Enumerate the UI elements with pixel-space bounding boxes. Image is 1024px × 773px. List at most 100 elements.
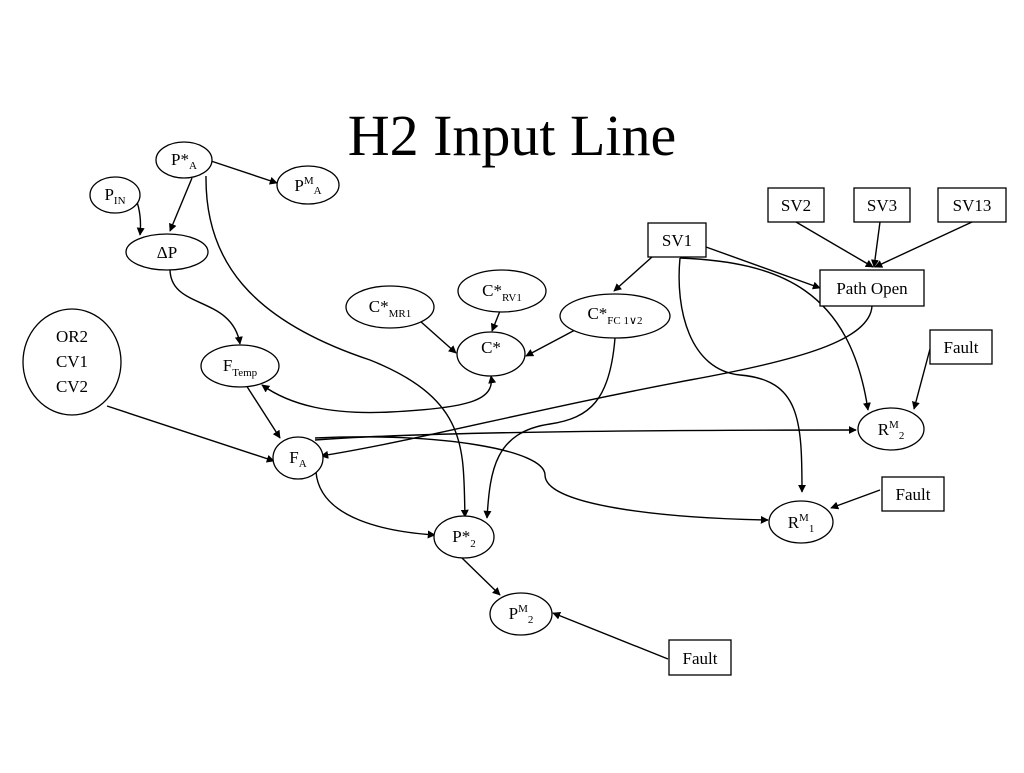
- edge-fault-to-pm-2: [552, 611, 669, 660]
- edge-c-fc-to-pstar-2: [483, 337, 616, 519]
- node-sv1-label: SV1: [662, 231, 692, 250]
- node-fault-r2-label: Fault: [944, 338, 979, 357]
- edge-c-star-to-f-temp: [261, 375, 497, 414]
- node-pm-2-sub: 2: [528, 614, 534, 626]
- node-pm-a-sub: A: [314, 185, 322, 197]
- edge-pstar-2-to-pm-2: [461, 557, 501, 596]
- node-sv1: SV1: [647, 222, 707, 258]
- edge-c-mr1-to-c-star: [419, 320, 457, 354]
- svg-text:P*2: P*2: [452, 527, 475, 550]
- nodes: P*A PMA PIN ΔP OR2 CV1 CV2: [22, 141, 1007, 676]
- edge-delta-p-to-f-temp: [169, 268, 243, 345]
- node-r-m2: RM2: [857, 407, 925, 451]
- edges: [106, 160, 973, 660]
- node-p-in: PIN: [89, 176, 141, 214]
- node-c-mr1-sub: MR1: [389, 308, 412, 320]
- node-or2-cv: OR2 CV1 CV2: [22, 308, 122, 416]
- edge-or2-to-f-a: [106, 405, 275, 463]
- node-f-temp: FTemp: [200, 344, 280, 388]
- svg-text:PM2: PM2: [509, 603, 534, 626]
- edge-sv3-to-path-open: [870, 221, 881, 268]
- node-pm-a: PMA: [276, 165, 340, 205]
- node-p-in-label: P: [104, 185, 113, 204]
- edge-sv1-to-path-open: [705, 246, 821, 290]
- node-sv2: SV2: [767, 187, 825, 223]
- edge-f-temp-to-f-a: [245, 384, 281, 439]
- node-or2-cv-line-1: OR2: [56, 327, 88, 346]
- node-sv3-label: SV3: [867, 196, 897, 215]
- node-c-mr1: C*MR1: [345, 285, 435, 329]
- edge-f-a-to-pstar-2: [315, 471, 436, 539]
- node-pm-2: PM2: [489, 592, 553, 636]
- node-sv13: SV13: [937, 187, 1007, 223]
- node-f-temp-label: F: [223, 356, 232, 375]
- node-pstar-2: P*2: [433, 515, 495, 559]
- node-pstar-a: P*A: [155, 141, 213, 179]
- node-f-a-label: F: [289, 448, 298, 467]
- node-f-a: FA: [272, 436, 324, 480]
- node-c-fc-sub: FC 1∨2: [607, 315, 642, 327]
- node-r-m1: RM1: [768, 500, 834, 544]
- node-r-m1-sup: M: [799, 512, 809, 524]
- node-c-rv1-sub: RV1: [502, 292, 522, 304]
- node-sv3: SV3: [853, 187, 911, 223]
- node-sv13-label: SV13: [953, 196, 992, 215]
- svg-text:C*MR1: C*MR1: [369, 297, 411, 320]
- node-pm-a-label: P: [294, 176, 303, 195]
- node-p-in-sub: IN: [114, 195, 126, 207]
- node-pstar-a-sub: A: [189, 160, 197, 172]
- node-c-rv1-label: C*: [482, 281, 502, 300]
- node-delta-p: ΔP: [125, 233, 209, 271]
- edge-pstar-a-to-pm-a: [210, 160, 278, 185]
- svg-text:C*RV1: C*RV1: [482, 281, 522, 304]
- svg-text:C*FC 1∨2: C*FC 1∨2: [587, 304, 642, 327]
- edge-sv1-to-c-fc: [613, 256, 653, 292]
- node-fault-r1-label: Fault: [896, 485, 931, 504]
- edge-c-fc-to-c-star: [525, 329, 576, 357]
- node-pm-2-sup: M: [518, 603, 528, 615]
- node-c-mr1-label: C*: [369, 297, 389, 316]
- edge-sv1-to-r-m2: [679, 257, 871, 411]
- node-or2-cv-line-2: CV1: [56, 352, 88, 371]
- node-path-open: Path Open: [819, 269, 925, 307]
- edge-pstar-a-to-pstar-2: [205, 175, 469, 518]
- svg-text:P*A: P*A: [171, 150, 197, 172]
- edge-sv2-to-path-open: [795, 221, 874, 268]
- node-r-m1-label: R: [788, 513, 800, 532]
- node-sv2-label: SV2: [781, 196, 811, 215]
- node-c-star: C*: [456, 331, 526, 377]
- node-f-temp-sub: Temp: [232, 367, 257, 379]
- node-or2-cv-line-3: CV2: [56, 377, 88, 396]
- edge-f-a-to-r-m2: [314, 426, 857, 441]
- node-pstar-2-sub: 2: [470, 538, 476, 550]
- node-pm-a-sup: M: [304, 175, 314, 187]
- node-r-m1-sub: 1: [809, 523, 815, 535]
- page-title: H2 Input Line: [348, 103, 677, 168]
- edge-f-a-to-r-m1: [314, 436, 769, 524]
- node-fault-p2-label: Fault: [683, 649, 718, 668]
- node-c-star-label: C*: [481, 338, 501, 357]
- node-pm-2-label: P: [509, 604, 518, 623]
- edge-path-open-to-f-a: [320, 305, 873, 459]
- node-r-m2-sub: 2: [899, 430, 905, 442]
- edge-fault-to-r-m2: [911, 348, 931, 410]
- edge-sv1-to-r-m1: [678, 257, 806, 493]
- edge-fault-to-r-m1: [830, 489, 881, 510]
- svg-text:FA: FA: [289, 448, 306, 470]
- edge-pstar-a-to-delta-p: [169, 177, 193, 232]
- node-f-a-sub: A: [299, 458, 307, 470]
- svg-text:RM1: RM1: [788, 512, 815, 535]
- node-pstar-a-label: P*: [171, 150, 189, 169]
- node-r-m2-sup: M: [889, 419, 899, 431]
- node-r-m2-label: R: [878, 420, 890, 439]
- svg-text:PIN: PIN: [104, 185, 125, 207]
- node-delta-p-label: ΔP: [157, 243, 177, 262]
- node-c-fc-label: C*: [587, 304, 607, 323]
- node-fault-r1: Fault: [881, 476, 945, 512]
- node-c-rv1: C*RV1: [457, 269, 547, 313]
- node-fault-p2: Fault: [668, 639, 732, 676]
- node-pstar-2-label: P*: [452, 527, 470, 546]
- node-path-open-label: Path Open: [836, 279, 908, 298]
